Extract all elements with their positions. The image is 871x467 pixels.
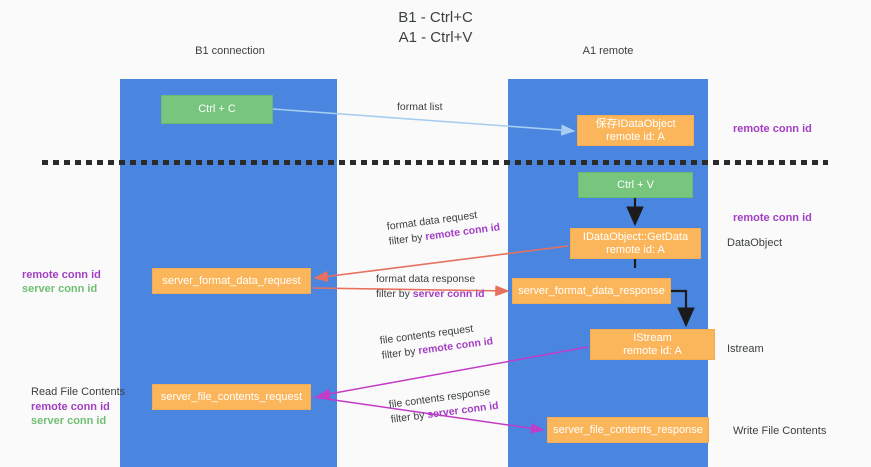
- side-label-write-file-contents: Write File Contents: [733, 425, 827, 437]
- label-format-data-response-filter: filter by server conn id: [376, 287, 485, 302]
- side-label-istream: Istream: [727, 343, 764, 355]
- label-file-contents-response: file contents response filter by server …: [388, 384, 500, 428]
- filter-prefix: filter by: [388, 231, 427, 248]
- legend-middle-server-conn-id: server conn id: [22, 283, 98, 295]
- legend-bottom-title: Read File Contents: [31, 386, 126, 398]
- filter-prefix: filter by: [376, 288, 413, 300]
- node-idataobject[interactable]: 保存IDataObject remote id: A: [577, 115, 694, 146]
- legend-bottom-remote-conn-id: remote conn id: [31, 401, 110, 413]
- section-divider: [42, 160, 828, 165]
- node-server-format-data-response[interactable]: server_format_data_response: [512, 278, 671, 304]
- filter-key-server-conn-id: server conn id: [412, 288, 485, 300]
- legend-middle-remote-conn-id: remote conn id: [22, 269, 101, 281]
- label-format-list-text: format list: [397, 101, 443, 113]
- label-file-contents-request: file contents request filter by remote c…: [379, 319, 494, 363]
- legend-bottom: Read File Contents remote conn id server…: [31, 385, 125, 428]
- side-label-remote-conn-id-top: remote conn id: [733, 123, 812, 135]
- node-ctrl-c[interactable]: Ctrl + C: [161, 95, 273, 124]
- legend-middle: remote conn id server conn id: [22, 268, 101, 296]
- label-format-data-response-title: format data response: [376, 273, 476, 285]
- node-server-file-contents-request[interactable]: server_file_contents_request: [152, 384, 311, 410]
- node-ctrl-v[interactable]: Ctrl + V: [578, 172, 693, 198]
- diagram-title: B1 - Ctrl+C A1 - Ctrl+V: [398, 9, 473, 46]
- legend-bottom-server-conn-id: server conn id: [31, 415, 107, 427]
- label-format-data-request: format data request filter by remote con…: [386, 205, 501, 249]
- side-label-dataobject: DataObject: [727, 237, 783, 249]
- node-server-format-data-request[interactable]: server_format_data_request: [152, 268, 311, 294]
- node-istream[interactable]: IStream remote id: A: [590, 329, 715, 360]
- lane-header-b1: B1 connection: [195, 45, 265, 57]
- lane-header-a1: A1 remote: [582, 45, 634, 57]
- label-format-data-response: format data response filter by server co…: [376, 272, 485, 302]
- filter-prefix: filter by: [390, 409, 429, 426]
- label-format-list: format list: [397, 100, 443, 115]
- node-server-file-contents-response[interactable]: server_file_contents_response: [547, 417, 709, 443]
- side-label-remote-conn-id-mid: remote conn id: [733, 212, 812, 224]
- node-idataobject-getdata[interactable]: IDataObject::GetData remote id: A: [570, 228, 701, 259]
- filter-prefix: filter by: [381, 345, 420, 362]
